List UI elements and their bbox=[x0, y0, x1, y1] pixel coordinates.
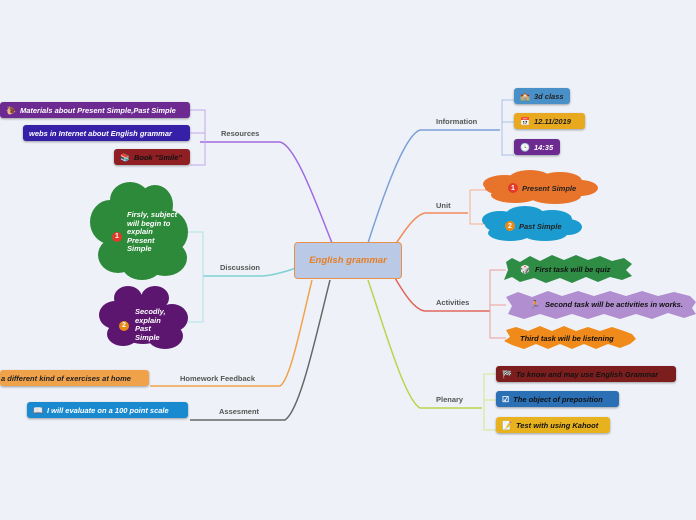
checkbox-icon: ☑ bbox=[502, 394, 510, 404]
activity-item-works[interactable]: 🏃 Second task will be activities in work… bbox=[530, 300, 683, 309]
snail-icon: 🐌 bbox=[6, 105, 16, 115]
branch-resources[interactable]: Resources bbox=[221, 129, 260, 138]
number-badge-icon: 2 bbox=[505, 221, 515, 231]
books-icon: 📚 bbox=[120, 152, 130, 162]
info-item-time[interactable]: 🕓 14:35 bbox=[514, 139, 560, 155]
branch-unit[interactable]: Unit bbox=[436, 201, 451, 210]
discussion-badge-first: 1 bbox=[112, 231, 126, 242]
running-icon: 🏃 bbox=[530, 300, 540, 309]
resource-item-webs[interactable]: webs in Internet about English grammar bbox=[23, 125, 190, 141]
activity-item-quiz[interactable]: 🎲 First task will be quiz bbox=[520, 265, 611, 274]
unit-item-past[interactable]: 2 Past Simple bbox=[505, 221, 562, 231]
plenary-item-know[interactable]: 🏁 To know and may use English Grammar bbox=[496, 366, 676, 382]
unit-item-present[interactable]: 1 Present Simple bbox=[508, 183, 576, 193]
central-topic-label: English grammar bbox=[309, 255, 387, 266]
clock-icon: 🕓 bbox=[520, 142, 530, 152]
branch-information[interactable]: Information bbox=[436, 117, 478, 126]
homework-item[interactable]: a different kind of exercises at home bbox=[0, 370, 149, 386]
number-badge-icon: 1 bbox=[112, 231, 122, 242]
info-item-date[interactable]: 📅 12.11/2019 bbox=[514, 113, 585, 129]
plenary-item-kahoot[interactable]: 📝 Test with using Kahoot bbox=[496, 417, 610, 433]
branch-discussion[interactable]: Discussion bbox=[220, 263, 261, 272]
info-item-class[interactable]: 🏫 3d class bbox=[514, 88, 570, 104]
branch-activities[interactable]: Activities bbox=[436, 298, 470, 307]
resource-item-book[interactable]: 📚 Book "Smile" bbox=[114, 149, 190, 165]
assesment-item[interactable]: 📖 I will evaluate on a 100 point scale bbox=[27, 402, 188, 418]
central-topic[interactable]: English grammar bbox=[294, 242, 402, 279]
dice-icon: 🎲 bbox=[520, 265, 530, 274]
building-icon: 🏫 bbox=[520, 91, 530, 101]
branch-assesment[interactable]: Assesment bbox=[219, 407, 260, 416]
discussion-badge-second: 2 bbox=[119, 320, 133, 331]
resource-item-materials[interactable]: 🐌 Materials about Present Simple,Past Si… bbox=[0, 102, 190, 118]
activity-item-listening[interactable]: Third task will be listening bbox=[520, 334, 614, 343]
number-badge-icon: 2 bbox=[119, 320, 129, 331]
branch-homework-feedback[interactable]: Homework Feedback bbox=[180, 374, 256, 383]
book-icon: 📖 bbox=[33, 405, 43, 415]
plenary-item-preposition[interactable]: ☑ The object of preposition bbox=[496, 391, 619, 407]
checkered-flag-icon: 🏁 bbox=[502, 369, 512, 379]
discussion-item-second[interactable]: Secodly, explain Past Simple bbox=[135, 307, 166, 342]
memo-icon: 📝 bbox=[502, 420, 512, 430]
discussion-item-first[interactable]: Firsly, subject will begin to explain Pr… bbox=[127, 210, 178, 253]
calendar-icon: 📅 bbox=[520, 116, 530, 126]
branch-plenary[interactable]: Plenary bbox=[436, 395, 464, 404]
number-badge-icon: 1 bbox=[508, 183, 518, 193]
